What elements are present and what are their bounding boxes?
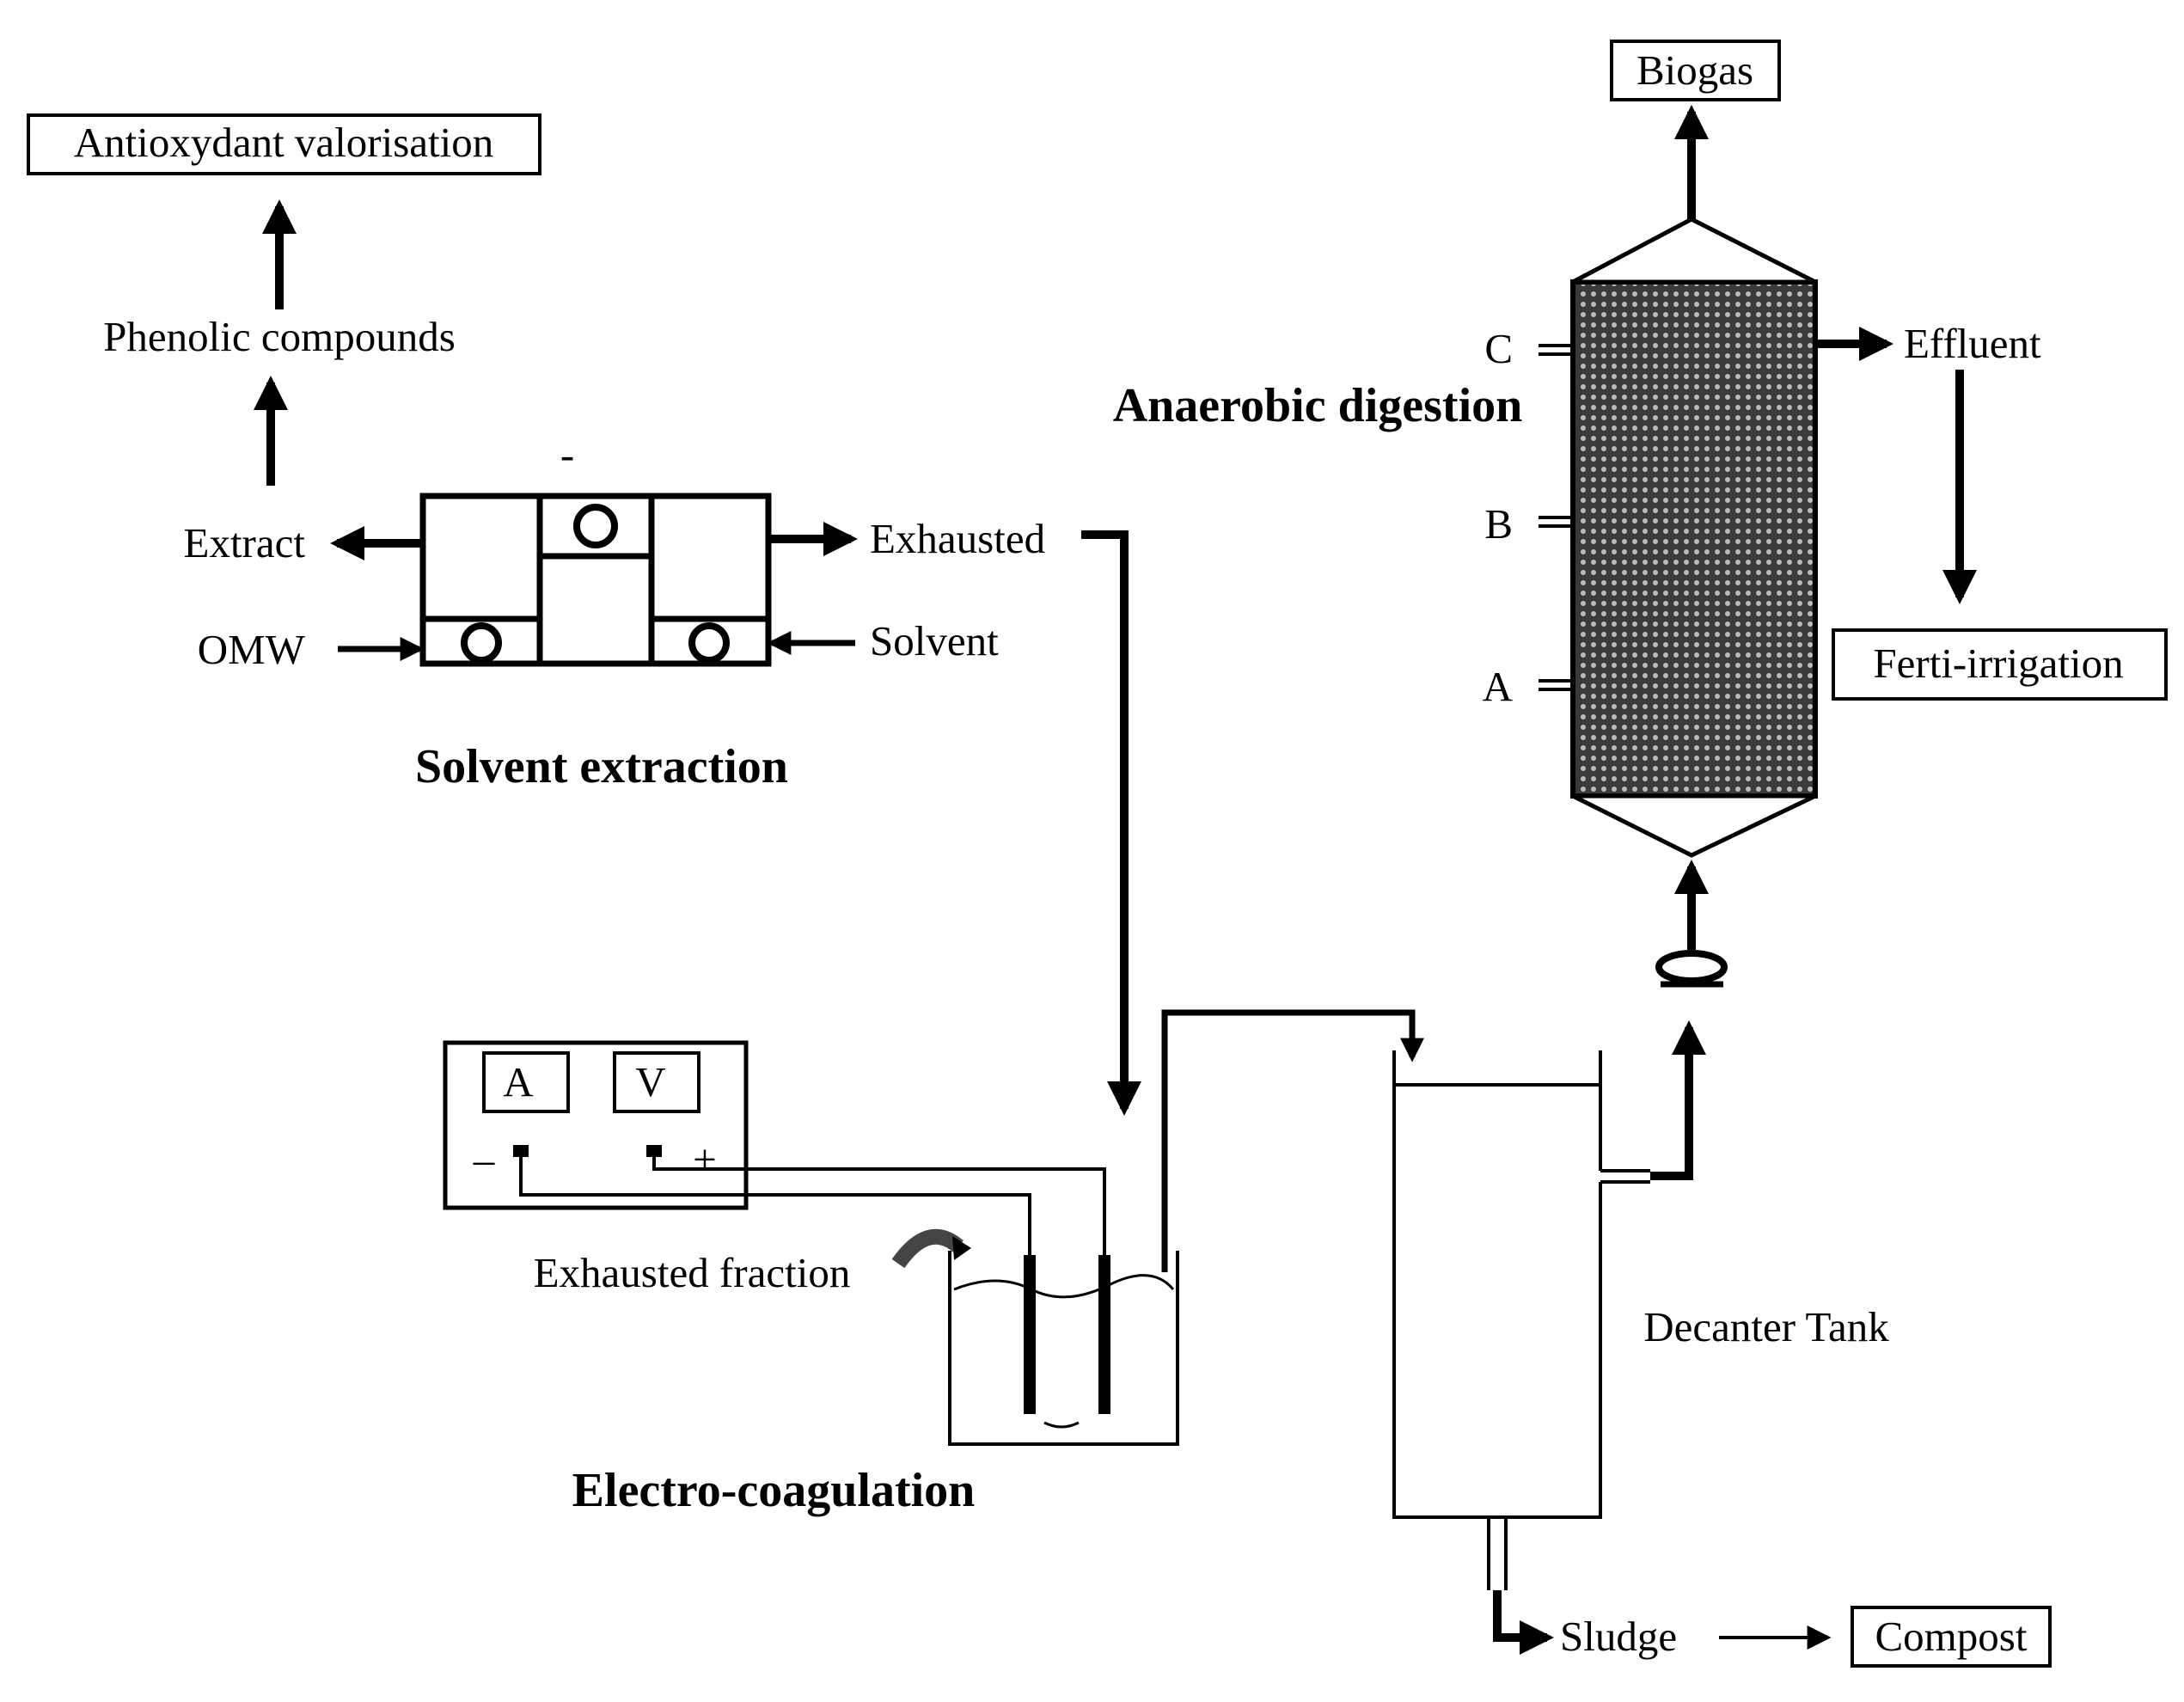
sludge-label: Sludge [1560,1613,1677,1660]
positive-terminal [646,1145,662,1157]
power-supply: A V – + [443,1040,749,1210]
biogas-box: Biogas [1610,40,1781,101]
mixer-left-icon [461,622,502,664]
voltmeter-label: V [635,1058,665,1105]
biogas-label: Biogas [1636,46,1753,94]
exhausted-fraction-label: Exhausted fraction [534,1249,851,1296]
pump-icon [1655,950,1728,988]
antioxydant-valorisation-label: Antioxydant valorisation [74,119,494,166]
mixer-right-icon [688,622,730,664]
arrow-to-sludge [1493,1590,1554,1655]
ferti-irrigation-label: Ferti-irrigation [1873,640,2123,687]
small-mark: - [560,431,574,478]
effluent-label: Effluent [1904,320,2041,367]
decanter-tank-label: Decanter Tank [1643,1303,1889,1350]
wire-positive [652,1157,1106,1255]
pipe-to-decanter [1161,1009,1424,1272]
decanter-tank [1392,1050,1650,1590]
mixer-top-icon [573,504,618,548]
port-b-label: B [1484,500,1513,548]
port-a-label: A [1483,663,1514,710]
compost-label: Compost [1875,1613,2028,1660]
plus-terminal-label: + [693,1136,717,1183]
solvent-extraction-title: Solvent extraction [415,740,788,793]
electro-coagulation-title: Electro-coagulation [572,1464,976,1517]
compost-box: Compost [1851,1606,2052,1668]
extract-label: Extract [184,519,306,566]
exhausted-flow-line [1081,530,1141,1116]
electrocoagulation-beaker [948,1251,1179,1446]
antioxydant-valorisation-box: Antioxydant valorisation [27,113,541,175]
anaerobic-digestion-title: Anaerobic digestion [1113,379,1523,432]
port-a: A [1483,663,1573,710]
minus-terminal-label: – [473,1136,495,1183]
wire-negative [519,1157,1031,1255]
ammeter-label: A [503,1058,534,1105]
overflow-to-pump [1650,1020,1706,1180]
ferti-irrigation-box: Ferti-irrigation [1832,628,2168,701]
solvent-label: Solvent [870,617,999,664]
phenolic-compounds-label: Phenolic compounds [103,313,456,360]
anaerobic-reactor [1570,217,1818,858]
port-b: B [1484,500,1573,548]
port-c-label: C [1484,325,1513,372]
port-c: C [1484,325,1573,372]
negative-terminal [513,1145,529,1157]
solvent-extraction-unit [419,493,772,667]
exhausted-label: Exhausted [870,515,1045,562]
omw-label: OMW [198,626,306,673]
curved-arrow-icon [891,1228,964,1269]
